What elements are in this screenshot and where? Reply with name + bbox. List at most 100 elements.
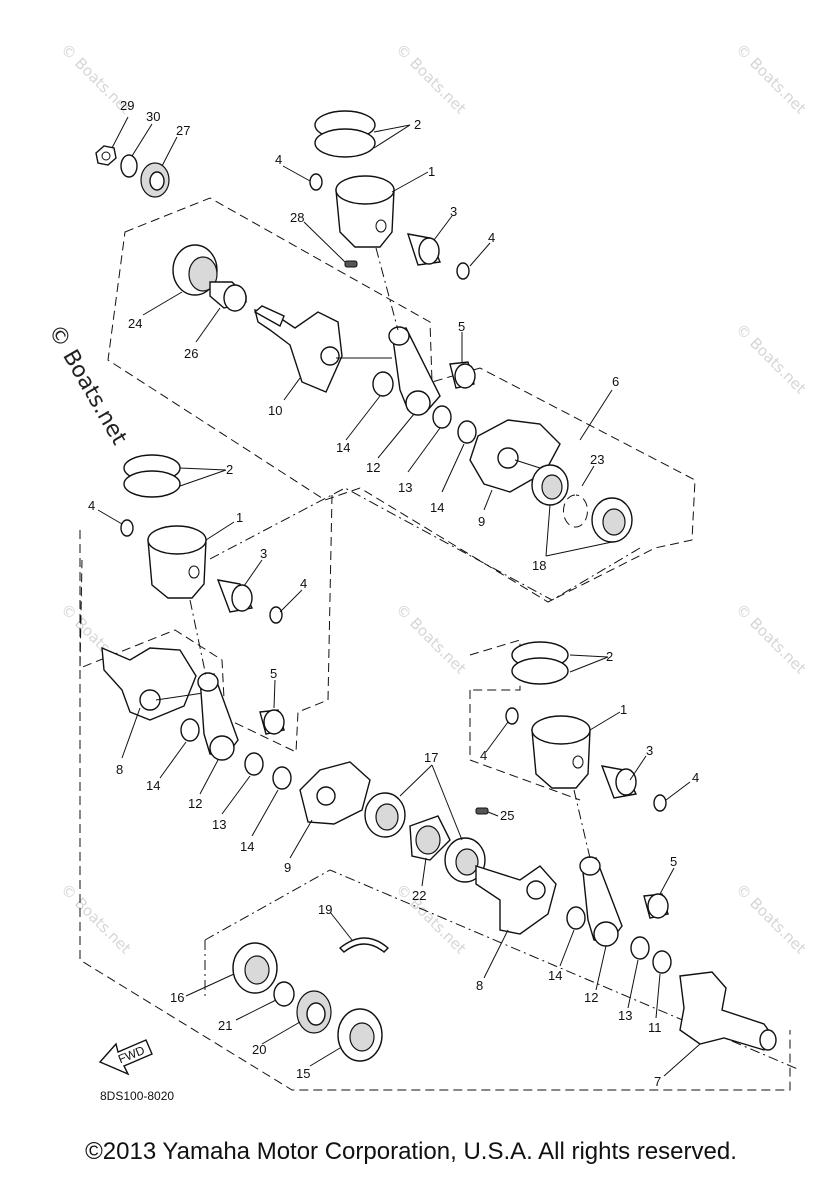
pin-25: [475, 807, 489, 815]
watermark-text: © Boats.net: [732, 320, 810, 398]
callout-28: 28: [290, 210, 304, 225]
crank-web-8: [101, 646, 197, 721]
rear-cylinder-group: [95, 110, 633, 543]
copyright-notice: ©2013 Yamaha Motor Corporation, U.S.A. A…: [85, 1138, 737, 1165]
callout-4: 4: [692, 770, 699, 785]
watermark-text: © Boats.net: [392, 40, 470, 118]
washer-13: [244, 752, 264, 776]
assembly-outlines: [79, 197, 801, 1091]
circlip-4: [309, 173, 323, 191]
washer-14: [566, 906, 586, 930]
callout-4: 4: [488, 230, 495, 245]
callout-8: 8: [476, 978, 483, 993]
watermark-text: © Boats.net: [392, 600, 470, 678]
callout-1: 1: [236, 510, 243, 525]
circlip-4: [120, 519, 134, 537]
watermark-text: © Boats.net: [57, 880, 135, 958]
circlip-4: [505, 707, 519, 725]
callout-8: 8: [116, 762, 123, 777]
callout-2: 2: [226, 462, 233, 477]
callout-23: 23: [590, 452, 604, 467]
pin-28: [344, 260, 358, 268]
callout-1: 1: [620, 702, 627, 717]
callout-14: 14: [240, 839, 254, 854]
callout-6: 6: [612, 374, 619, 389]
washer-14: [272, 766, 292, 790]
callout-13: 13: [618, 1008, 632, 1023]
callout-10: 10: [268, 403, 282, 418]
fwd-arrow-icon: [98, 1039, 153, 1076]
callout-4: 4: [88, 498, 95, 513]
watermark-text: © Boats.net: [392, 880, 470, 958]
labyrinth-seal-23: [563, 494, 588, 528]
callout-14: 14: [430, 500, 444, 515]
circlip-4: [269, 606, 283, 624]
callout-7: 7: [654, 1074, 661, 1089]
callout-12: 12: [366, 460, 380, 475]
washer-14: [372, 371, 394, 397]
callout-24: 24: [128, 316, 142, 331]
callout-21: 21: [218, 1018, 232, 1033]
watermark-text: © Boats.net: [732, 600, 810, 678]
callout-14: 14: [146, 778, 160, 793]
callout-2: 2: [414, 117, 421, 132]
callout-9: 9: [284, 860, 291, 875]
callout-12: 12: [584, 990, 598, 1005]
front-cylinder-group: [505, 641, 777, 1051]
callout-18: 18: [532, 558, 546, 573]
callout-9: 9: [478, 514, 485, 529]
callout-30: 30: [146, 109, 160, 124]
callout-4: 4: [480, 748, 487, 763]
crankshaft-stub: [253, 305, 285, 328]
piston-ring-2: [314, 128, 376, 158]
callout-26: 26: [184, 346, 198, 361]
callout-27: 27: [176, 123, 190, 138]
watermark-text-dark: © Boats.net: [43, 321, 132, 450]
callout-3: 3: [450, 204, 457, 219]
washer-14: [180, 718, 200, 742]
callout-11: 11: [648, 1020, 662, 1035]
crank-web-10: [254, 308, 343, 393]
callout-14: 14: [548, 968, 562, 983]
callout-4: 4: [275, 152, 282, 167]
callout-3: 3: [646, 743, 653, 758]
watermark-text: © Boats.net: [732, 880, 810, 958]
callout-13: 13: [212, 817, 226, 832]
washer-30: [120, 154, 138, 178]
leader-lines: [97, 116, 701, 1077]
crank-web-8: [475, 865, 557, 935]
circlip-19: [338, 937, 390, 953]
callout-20: 20: [252, 1042, 266, 1057]
center-cylinder-group: [101, 454, 586, 935]
callout-19: 19: [318, 902, 332, 917]
circlip-4: [653, 794, 667, 812]
diagram-code: 8DS100-8020: [100, 1089, 174, 1103]
bottom-bearing-group: FWD: [98, 937, 390, 1076]
callout-16: 16: [170, 990, 184, 1005]
callout-5: 5: [458, 319, 465, 334]
callout-2: 2: [606, 649, 613, 664]
oil-seal-11: [652, 950, 672, 974]
washer-14: [457, 420, 477, 444]
piston-ring-2: [123, 470, 181, 498]
washer-13: [432, 405, 452, 429]
callout-3: 3: [260, 546, 267, 561]
callout-22: 22: [412, 888, 426, 903]
callout-12: 12: [188, 796, 202, 811]
callout-17: 17: [424, 750, 438, 765]
callout-5: 5: [670, 854, 677, 869]
callout-15: 15: [296, 1066, 310, 1081]
watermark-text: © Boats.net: [732, 40, 810, 118]
callout-29: 29: [120, 98, 134, 113]
callout-5: 5: [270, 666, 277, 681]
piston-ring-2: [511, 657, 569, 685]
callout-14: 14: [336, 440, 350, 455]
callout-numbers: 29 30 27 2 4 1 3 28 4 24 5 26 6 10 14 12…: [88, 98, 699, 1103]
callout-1: 1: [428, 164, 435, 179]
nut-29: [95, 145, 117, 166]
callout-25: 25: [500, 808, 514, 823]
circlip-4: [456, 262, 470, 280]
callout-4: 4: [300, 576, 307, 591]
callout-13: 13: [398, 480, 412, 495]
